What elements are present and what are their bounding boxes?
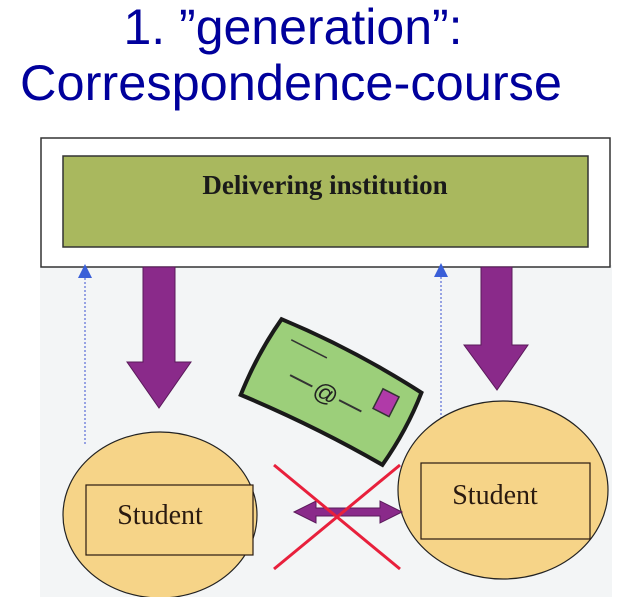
delivery-arrow-right [463, 266, 529, 391]
feedback-arrow-right [434, 263, 448, 420]
student-box-right [420, 462, 591, 540]
institution-box [62, 155, 589, 248]
feedback-arrow-left [78, 264, 92, 445]
institution-label: Delivering institution [202, 170, 447, 200]
student-label-right: Student [452, 480, 538, 511]
title-line-2: Correspondence-course [20, 55, 562, 111]
peer-communication-arrow [292, 500, 404, 524]
student-label-left: Student [117, 500, 203, 531]
cross-out-icon [273, 463, 401, 571]
student-box-left [85, 484, 254, 556]
title-line-1: 1. ”generation”: [123, 0, 462, 55]
delivery-arrow-left [126, 266, 192, 409]
envelope-icon: @ [238, 316, 424, 468]
